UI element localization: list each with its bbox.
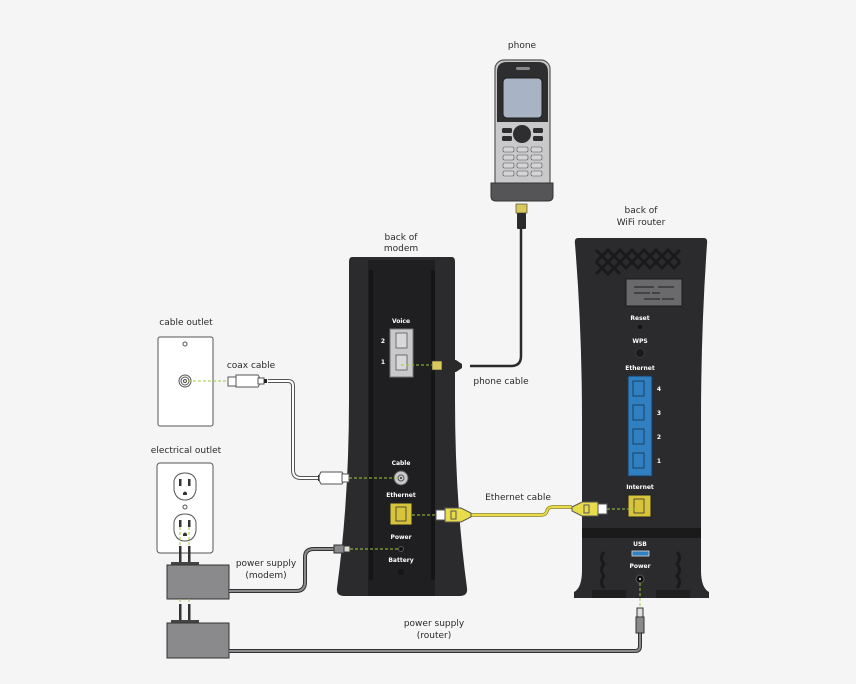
modem-battery-port [398,569,404,575]
modem-center-panel [368,260,435,596]
modem-voice-label: Voice [392,318,410,325]
outlet-socket-bottom-icon [173,513,197,542]
electrical-outlet-label: electrical outlet [151,446,222,456]
router-reset-button[interactable] [638,325,642,329]
modem-power-label: Power [390,534,411,541]
router-usb-label: USB [633,541,647,548]
modem-voice-2-label: 2 [381,338,385,345]
router-wps-label: WPS [632,338,647,345]
router-base [574,538,709,598]
cable-outlet-label: cable outlet [159,318,213,328]
router-wps-button[interactable] [635,348,645,358]
router-eth-4-label: 4 [657,386,661,393]
ethernet-cable-label: Ethernet cable [485,493,551,503]
phone: phone [490,41,554,229]
ethernet-cable [435,501,608,523]
modem-voice-port-1[interactable] [395,354,408,371]
modem-cable-label: Cable [392,460,411,467]
phone-label: phone [508,41,537,51]
phone-screen [502,77,543,119]
coax-modem-connector-icon [318,471,345,485]
phone-speaker-icon [516,67,530,70]
router-ethernet-panel [627,375,653,477]
router-ethernet-port-2[interactable] [632,428,645,445]
phone-cable-plug-icon [431,360,443,371]
modem-battery-label: Battery [388,557,413,564]
electrical-outlet: electrical outlet [151,446,222,554]
wifi-router: back of WiFi router Reset WPS Ethernet [574,206,709,598]
router-ethernet-port-3[interactable] [632,404,645,421]
modem: back of modem Voice 2 1 Cable Ethernet P… [336,233,468,596]
power-supply-router-label-line2: (router) [417,631,452,641]
phone-plug-icon [515,203,528,214]
modem-ethernet-label: Ethernet [386,492,416,499]
phone-dpad-icon [513,125,531,143]
router-eth-2-label: 2 [657,434,661,441]
router-eth-3-label: 3 [657,410,661,417]
router-usb-port[interactable] [631,550,650,557]
coax-cable-label: coax cable [227,361,276,371]
cable-outlet: cable outlet [157,318,214,427]
coax-connector-icon [227,376,237,387]
modem-label-line1: back of [385,233,419,243]
modem-ethernet-port[interactable] [389,502,413,526]
modem-voice-1-label: 1 [381,359,385,366]
power-adapter-modem-icon [166,564,230,600]
router-label-line2: WiFi router [617,218,666,228]
router-power-label: Power [629,563,650,570]
power-adapter-router-icon [166,622,230,659]
phone-cable [470,229,523,368]
power-supply-router-label-line1: power supply [404,619,465,629]
ethernet-plug-modem-icon [435,509,446,521]
router-ethernet-label: Ethernet [625,365,655,372]
router-reset-label: Reset [630,315,649,322]
coax-cable [227,374,350,485]
power-supply-router [166,604,645,659]
router-vent [594,247,682,277]
router-internet-label: Internet [626,484,654,491]
electrical-outlet-plate [156,462,214,554]
router-eth-1-label: 1 [657,458,661,465]
ethernet-plug-router-icon [571,501,599,517]
router-ethernet-port-4[interactable] [632,380,645,397]
power-supply-modem-label-line2: (modem) [245,571,286,581]
router-internet-port[interactable] [627,494,652,518]
power-supply-modem [166,544,351,600]
phone-cable-label: phone cable [473,377,529,387]
router-label-line1: back of [625,206,659,216]
modem-power-port[interactable] [398,546,404,552]
phone-base [490,182,554,202]
phone-keypad [502,146,543,177]
modem-label-line2: modem [384,244,418,254]
outlet-socket-top-icon [173,472,197,501]
power-supply-modem-label-line1: power supply [236,559,297,569]
modem-voice-port-2[interactable] [395,332,408,349]
router-ethernet-port-1[interactable] [632,452,645,469]
